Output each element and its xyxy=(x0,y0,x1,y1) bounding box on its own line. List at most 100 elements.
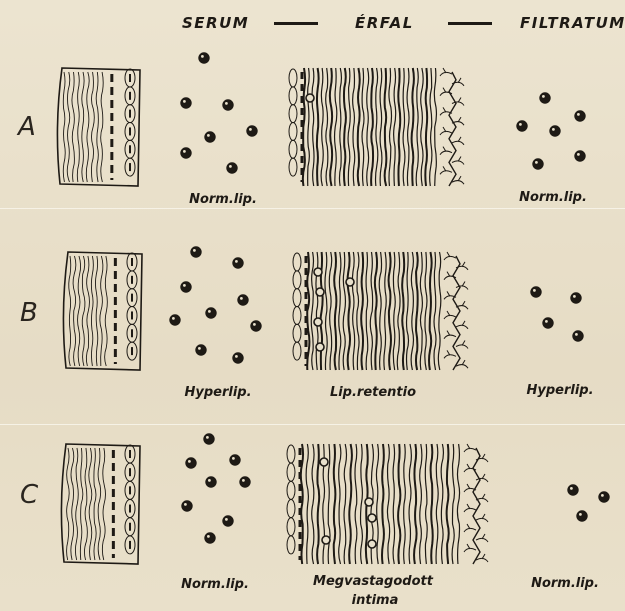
fiber-line xyxy=(69,256,71,366)
particle-highlight xyxy=(188,460,191,463)
fiber-line xyxy=(102,448,105,560)
lipid-particle xyxy=(223,516,233,526)
caption-a-filtrate: Norm.lip. xyxy=(508,190,598,205)
lipid-particle xyxy=(186,458,196,468)
vessel-branch xyxy=(464,444,476,452)
fiber-line xyxy=(82,256,85,366)
media-fiber xyxy=(387,444,389,564)
media-fiber xyxy=(370,252,372,370)
intima-cell xyxy=(289,87,297,105)
vasa-vasorum xyxy=(449,72,456,186)
vessel-branch xyxy=(456,341,468,349)
vessel-branch xyxy=(444,331,456,339)
intima-cell xyxy=(293,306,301,324)
media-fiber xyxy=(434,252,436,370)
media-fiber xyxy=(358,68,360,186)
lipid-particle xyxy=(568,485,578,495)
intima-cell xyxy=(289,69,297,87)
vessel-branch xyxy=(476,514,488,522)
lipid-particle xyxy=(196,345,206,355)
intima-cell xyxy=(289,122,297,140)
particle-highlight xyxy=(183,150,186,153)
caption-b-wall: Lip.retentio xyxy=(318,385,428,400)
particle-highlight xyxy=(208,479,211,482)
media-fiber xyxy=(404,444,406,564)
media-fiber xyxy=(434,68,436,186)
media-fiber xyxy=(375,252,377,370)
lipid-particle-in-wall xyxy=(316,343,324,351)
media-fiber xyxy=(382,444,384,564)
intima-cell xyxy=(287,481,295,499)
media-fiber xyxy=(312,68,314,186)
caption-c-wall-line2: intima xyxy=(330,593,420,608)
media-fiber xyxy=(380,68,382,186)
particle-highlight xyxy=(235,355,238,358)
caption-a-serum: Norm.lip. xyxy=(178,192,268,207)
lipid-particle xyxy=(575,111,585,121)
fiber-line xyxy=(75,448,78,560)
caption-b-serum: Hyperlip. xyxy=(168,385,268,400)
lipid-particle xyxy=(599,492,609,502)
arterial-wall-a xyxy=(289,68,464,186)
fiber-line xyxy=(105,256,108,366)
particle-highlight xyxy=(198,347,201,350)
fiber-line xyxy=(72,72,74,182)
intima-cell xyxy=(289,158,297,176)
intima-cell xyxy=(289,140,297,158)
media-fiber xyxy=(389,252,391,370)
intima-cell xyxy=(287,463,295,481)
media-fiber xyxy=(334,444,336,564)
lipid-particle xyxy=(240,477,250,487)
media-fiber xyxy=(398,68,400,186)
particle-highlight xyxy=(552,128,555,131)
lipid-particle-in-wall xyxy=(320,458,328,466)
media-fiber xyxy=(348,252,350,370)
fiber-line xyxy=(63,72,65,182)
media-fiber xyxy=(339,68,341,186)
vessel-section-b xyxy=(63,252,142,370)
intima-cell xyxy=(287,500,295,518)
lipid-particle xyxy=(204,434,214,444)
media-fiber xyxy=(321,68,323,186)
particle-highlight xyxy=(242,479,245,482)
intima-cell xyxy=(287,536,295,554)
media-fiber xyxy=(307,252,309,370)
intima-cell xyxy=(293,342,301,360)
fiber-line xyxy=(78,256,81,366)
lipid-particle xyxy=(181,282,191,292)
particle-highlight xyxy=(183,100,186,103)
media-fiber xyxy=(334,252,336,370)
particle-highlight xyxy=(577,113,580,116)
fiber-line xyxy=(67,448,70,560)
fiber-line xyxy=(98,448,101,560)
fiber-line xyxy=(89,448,92,560)
particle-highlight xyxy=(240,297,243,300)
lipid-particle xyxy=(247,126,257,136)
lipid-particle xyxy=(223,100,233,110)
fiber-line xyxy=(91,256,93,366)
lipid-particle xyxy=(571,293,581,303)
particle-highlight xyxy=(207,134,210,137)
caption-c-serum: Norm.lip. xyxy=(170,577,260,592)
vessel-branch xyxy=(440,68,452,76)
lipid-particle-in-wall xyxy=(346,278,354,286)
lipid-particle xyxy=(181,98,191,108)
fiber-line xyxy=(94,448,96,560)
lipid-particle xyxy=(206,308,216,318)
media-fiber xyxy=(407,68,409,186)
vessel-section-c xyxy=(61,444,140,564)
media-fiber xyxy=(339,444,341,564)
media-fiber xyxy=(414,444,417,564)
lipid-particle xyxy=(233,353,243,363)
vessel-branch xyxy=(464,524,476,532)
intima-cell xyxy=(293,271,301,289)
lipid-particle xyxy=(550,126,560,136)
vessel-branch xyxy=(444,350,456,358)
fiber-line xyxy=(80,448,83,560)
arterial-wall-b xyxy=(293,252,468,370)
media-fiber xyxy=(393,444,394,564)
intima-cell xyxy=(287,445,295,463)
media-fiber xyxy=(403,68,405,186)
vessel-branch xyxy=(456,321,468,329)
lipid-particle xyxy=(205,533,215,543)
